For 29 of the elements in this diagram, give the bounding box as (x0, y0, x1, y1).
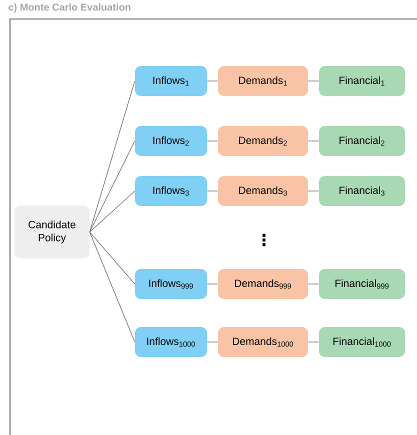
connector (206, 190, 218, 192)
connector (206, 80, 218, 82)
inflows-box: Inflows$_{1}$ (135, 66, 207, 96)
inflows-box: Inflows$_{1000}$ (135, 327, 207, 357)
policy-box: Candidate Policy (14, 206, 90, 258)
connector (89, 190, 136, 232)
financial-box: Financial$_{3}$ (319, 176, 405, 206)
connector (308, 190, 320, 192)
demands-box: Demands$_{999}$ (218, 269, 308, 299)
title: c) Monte Carlo Evaluation (8, 3, 130, 13)
demands-box: Demands$_{3}$ (218, 176, 308, 206)
inflows-box: Inflows$_{2}$ (135, 126, 207, 156)
connector (308, 140, 320, 142)
demands-box: Demands$_{2}$ (218, 126, 308, 156)
demands-box: Demands$_{1000}$ (218, 327, 308, 357)
ellipsis: ⋮ (262, 234, 266, 246)
financial-box: Financial$_{2}$ (319, 126, 405, 156)
financial-box: Financial$_{999}$ (319, 269, 405, 299)
inflows-box: Inflows$_{999}$ (135, 269, 207, 299)
connector (89, 80, 136, 232)
inflows-box: Inflows$_{3}$ (135, 176, 207, 206)
connector (89, 140, 136, 232)
demands-box: Demands$_{1}$ (218, 66, 308, 96)
connector (308, 80, 320, 82)
connector (89, 232, 136, 342)
financial-box: Financial$_{1000}$ (319, 327, 405, 357)
connector (206, 140, 218, 142)
connector (89, 232, 136, 284)
financial-box: Financial$_{1}$ (319, 66, 405, 96)
